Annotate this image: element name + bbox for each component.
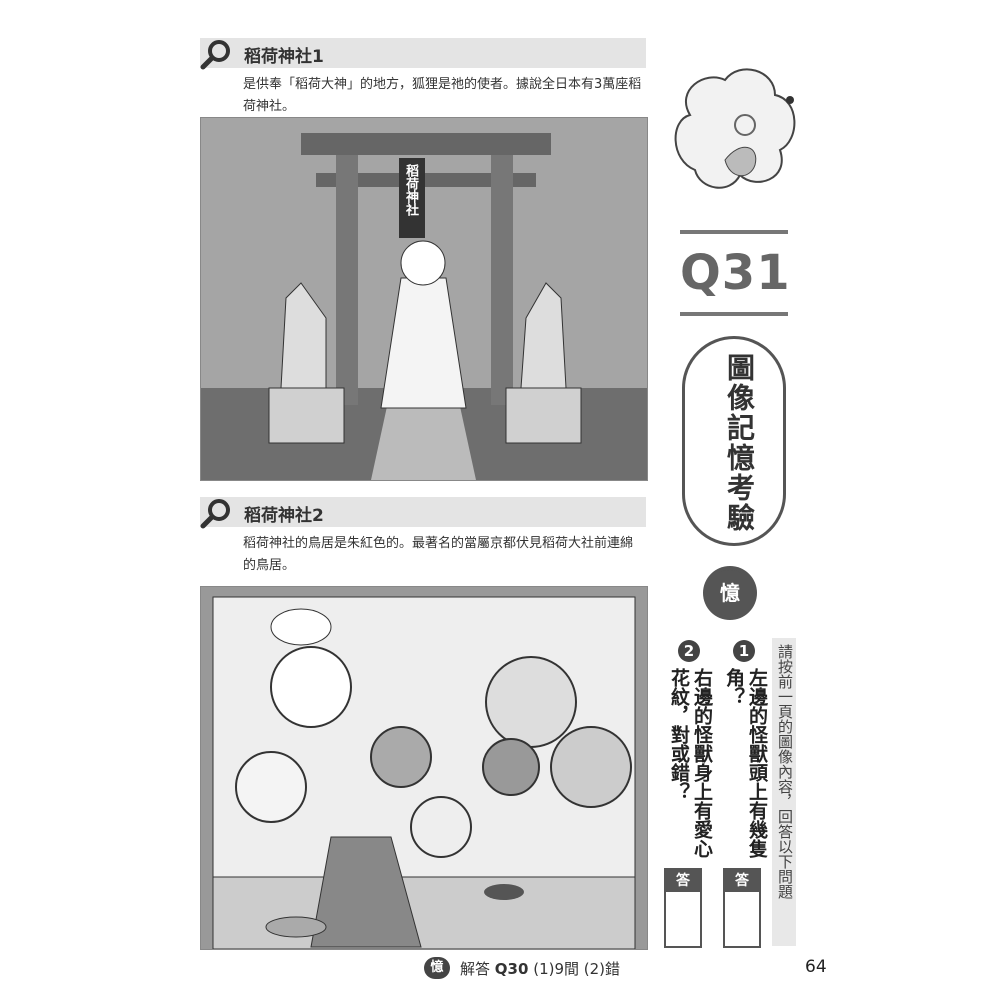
question-1-text: 左邊的怪獸頭上有幾隻角？	[723, 668, 768, 858]
section-description: 是供奉「稻荷大神」的地方，狐狸是祂的使者。據說全日本有3萬座稻荷神社。	[243, 77, 642, 114]
instruction-strip: 請按前一頁的圖像內容，回答以下問題	[772, 638, 796, 946]
category-pill: 圖像記憶考驗	[682, 336, 786, 546]
section-title: 稻荷神社1	[244, 47, 324, 67]
magnifier-icon	[200, 499, 230, 529]
question-1-number: 1	[733, 640, 755, 662]
page-number: 64	[805, 957, 827, 977]
section-description: 稻荷神社的鳥居是朱紅色的。最著名的當屬京都伏見稻荷大社前連綿的鳥居。	[243, 536, 634, 573]
shrine-illustration: 稻荷神社	[200, 117, 648, 481]
shrine-sign: 稻荷神社	[403, 164, 418, 216]
section-title: 稻荷神社2	[244, 506, 324, 526]
footer-answer: 解答 Q30 (1)9間 (2)錯	[460, 958, 620, 979]
answer-box-1[interactable]: 答	[723, 868, 761, 948]
answer-box-2[interactable]: 答	[664, 868, 702, 948]
question-2-number: 2	[678, 640, 700, 662]
monster-claw-machine-illustration	[200, 586, 648, 950]
question-2-text: 右邊的怪獸身上有愛心花紋，對或錯？	[668, 668, 713, 858]
section-header-1: 稻荷神社1	[200, 38, 646, 70]
divider	[680, 312, 788, 316]
answer-prefix: 解答	[460, 960, 491, 978]
answer-text: (1)9間 (2)錯	[533, 960, 621, 978]
footer-badge: 憶	[424, 957, 450, 979]
answer-label: 答	[725, 870, 759, 892]
section-header-2: 稻荷神社2	[200, 497, 646, 529]
instruction-text: 請按前一頁的圖像內容，回答以下問題	[776, 644, 794, 899]
divider	[680, 230, 788, 234]
magnifier-icon	[200, 40, 230, 70]
answer-question-ref: Q30	[494, 960, 529, 978]
memory-badge: 憶	[707, 570, 753, 616]
question-number: Q31	[680, 245, 791, 301]
cloud-mascot-icon	[674, 68, 796, 189]
category-label: 圖像記憶考驗	[723, 353, 756, 533]
answer-label: 答	[666, 870, 700, 892]
